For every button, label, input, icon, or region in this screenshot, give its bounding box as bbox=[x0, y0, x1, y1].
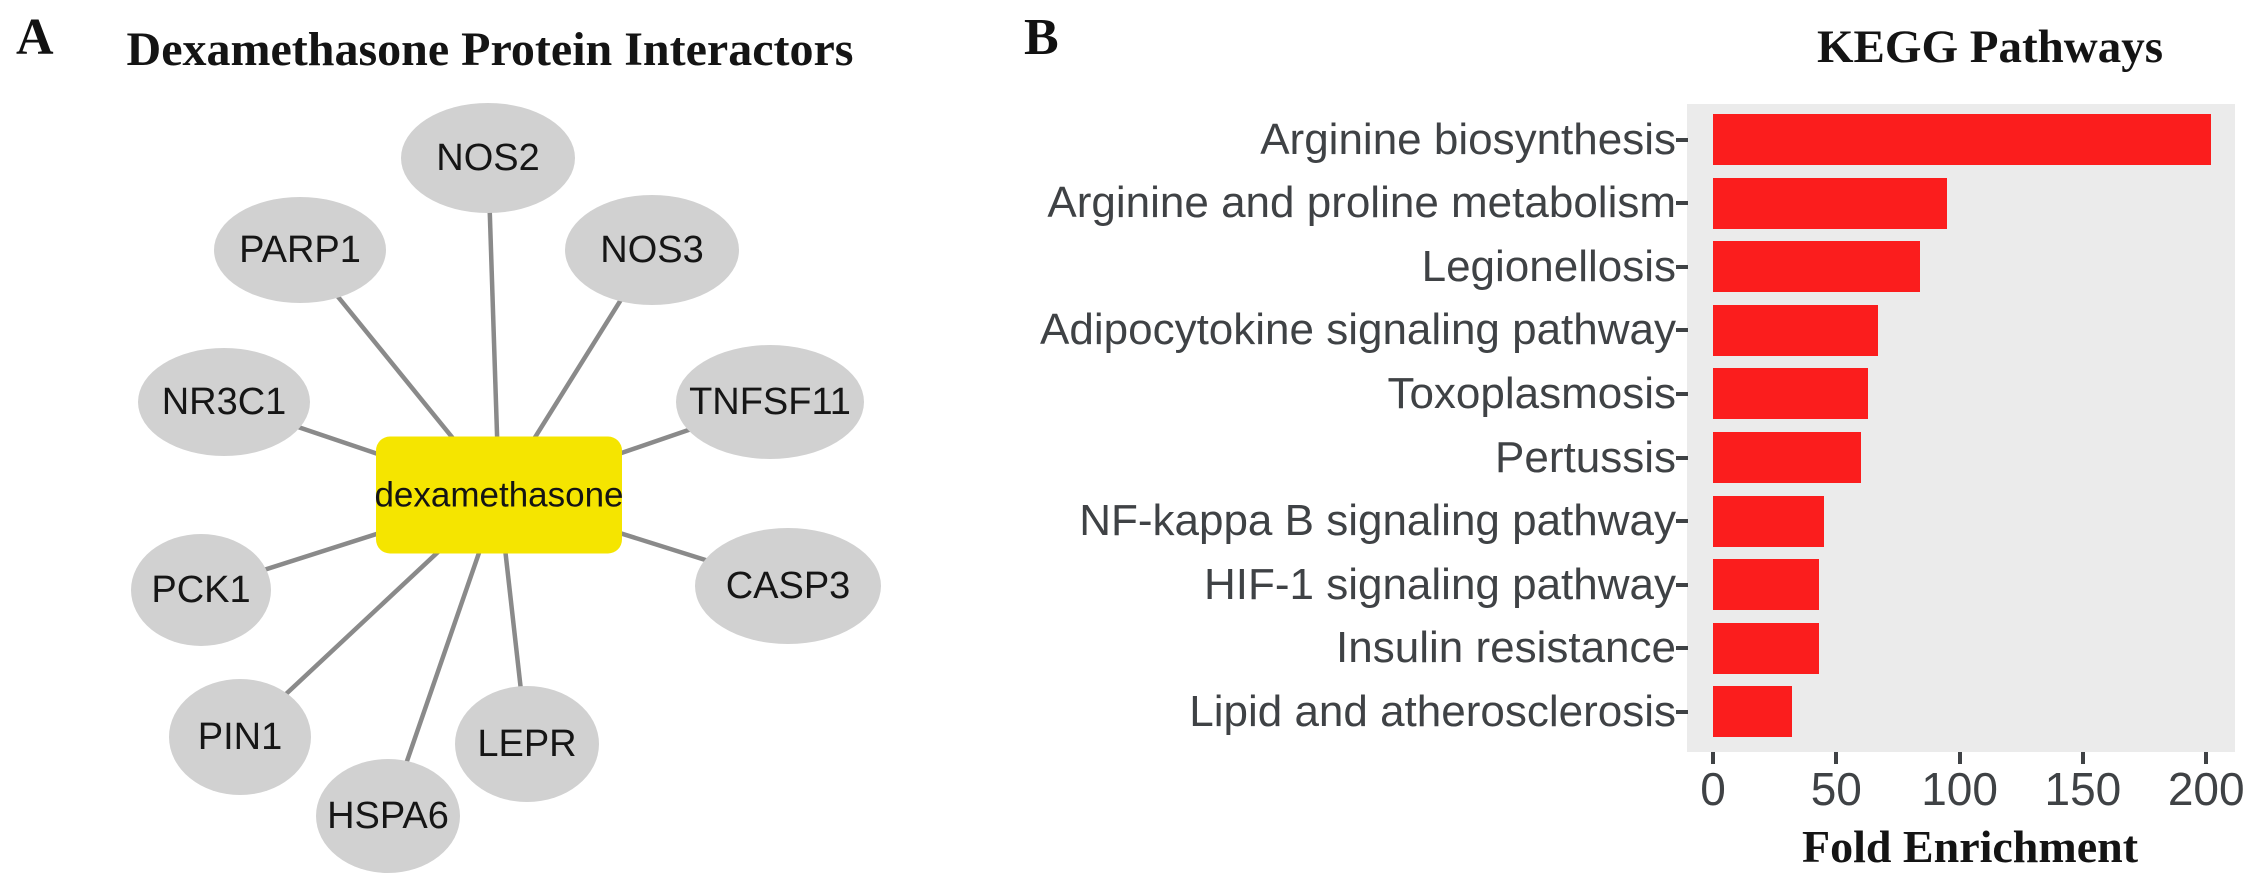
x-tick-label-0: 0 bbox=[1700, 763, 1726, 815]
y-tick bbox=[1676, 137, 1688, 142]
bar-toxoplasmosis bbox=[1713, 368, 1868, 420]
bar-nf-kappa-b-signaling-pathway bbox=[1713, 495, 1824, 547]
y-tick bbox=[1676, 582, 1688, 587]
x-tick-label-150: 150 bbox=[2044, 763, 2122, 815]
network-node-label-casp3: CASP3 bbox=[726, 565, 851, 607]
panel-a-letter: A bbox=[16, 9, 54, 66]
category-label-adipocytokine-signaling-pathway: Adipocytokine signaling pathway bbox=[1040, 305, 1676, 355]
category-label-toxoplasmosis: Toxoplasmosis bbox=[1387, 368, 1676, 418]
network-node-label-lepr: LEPR bbox=[477, 723, 576, 765]
bar-lipid-and-atherosclerosis bbox=[1713, 686, 1792, 738]
category-label-lipid-and-atherosclerosis: Lipid and atherosclerosis bbox=[1189, 686, 1676, 736]
category-label-hif-1-signaling-pathway: HIF-1 signaling pathway bbox=[1203, 559, 1676, 609]
bar-arginine-and-proline-metabolism bbox=[1713, 177, 1947, 229]
network-node-label-pin1: PIN1 bbox=[198, 716, 282, 758]
network-node-label-tnfsf11: TNFSF11 bbox=[689, 381, 851, 423]
category-label-nf-kappa-b-signaling-pathway: NF-kappa B signaling pathway bbox=[1079, 496, 1676, 546]
network-node-nos2 bbox=[401, 103, 575, 213]
bar-arginine-biosynthesis bbox=[1713, 114, 2211, 165]
x-axis-title: Fold Enrichment bbox=[1801, 821, 2139, 872]
x-tick bbox=[1834, 752, 1839, 764]
panel-b-title: KEGG Pathways bbox=[1816, 21, 2164, 73]
y-tick bbox=[1676, 201, 1688, 206]
y-tick bbox=[1676, 391, 1688, 396]
x-tick bbox=[2204, 752, 2209, 764]
y-tick bbox=[1676, 455, 1688, 460]
bar-hif-1-signaling-pathway bbox=[1713, 559, 1819, 611]
category-label-legionellosis: Legionellosis bbox=[1421, 241, 1676, 291]
category-label-arginine-biosynthesis: Arginine biosynthesis bbox=[1260, 114, 1676, 164]
network-node-pck1 bbox=[131, 534, 271, 646]
x-tick bbox=[1711, 752, 1715, 764]
x-tick-label-50: 50 bbox=[1810, 763, 1862, 815]
bar-adipocytokine-signaling-pathway bbox=[1713, 304, 1878, 356]
bar-pertussis bbox=[1713, 432, 1861, 483]
network-node-nos3 bbox=[565, 195, 739, 305]
network-node-label-parp1: PARP1 bbox=[239, 229, 361, 271]
panel-a-title: Dexamethasone Protein Interactors bbox=[126, 23, 854, 76]
network-node-label-nos2: NOS2 bbox=[436, 137, 539, 179]
network-node-label-pck1: PCK1 bbox=[151, 569, 250, 611]
x-tick bbox=[2080, 752, 2085, 764]
y-tick bbox=[1676, 709, 1688, 714]
network-node-hspa6 bbox=[316, 759, 460, 873]
network-node-nr3c1 bbox=[138, 348, 310, 456]
network-node-parp1 bbox=[214, 197, 386, 303]
network-center-node bbox=[376, 436, 622, 554]
network-node-lepr bbox=[455, 686, 599, 802]
network-node-casp3 bbox=[695, 528, 881, 644]
x-tick-label-100: 100 bbox=[1921, 763, 1998, 815]
network-node-label-hspa6: HSPA6 bbox=[327, 795, 449, 837]
y-tick bbox=[1676, 264, 1688, 269]
x-tick bbox=[1957, 752, 1962, 764]
y-tick bbox=[1676, 646, 1688, 651]
category-label-arginine-and-proline-metabolism: Arginine and proline metabolism bbox=[1047, 178, 1676, 228]
bar-insulin-resistance bbox=[1713, 622, 1819, 674]
network-node-label-nr3c1: NR3C1 bbox=[162, 381, 287, 423]
panel-a: A Dexamethasone Protein Interactors NOS2… bbox=[0, 0, 1010, 895]
x-tick-label-200: 200 bbox=[2167, 763, 2245, 815]
network-node-pin1 bbox=[169, 679, 311, 795]
y-tick bbox=[1676, 328, 1688, 333]
plot-area bbox=[1687, 104, 2235, 752]
category-label-pertussis: Pertussis bbox=[1495, 432, 1676, 482]
y-tick bbox=[1676, 519, 1688, 524]
panel-b-letter: B bbox=[1024, 9, 1059, 66]
network-node-label-nos3: NOS3 bbox=[600, 229, 703, 271]
network-node-tnfsf11 bbox=[676, 345, 864, 459]
network-center-label: dexamethasone bbox=[374, 476, 623, 515]
bar-legionellosis bbox=[1713, 241, 1920, 293]
category-label-insulin-resistance: Insulin resistance bbox=[1336, 623, 1676, 673]
